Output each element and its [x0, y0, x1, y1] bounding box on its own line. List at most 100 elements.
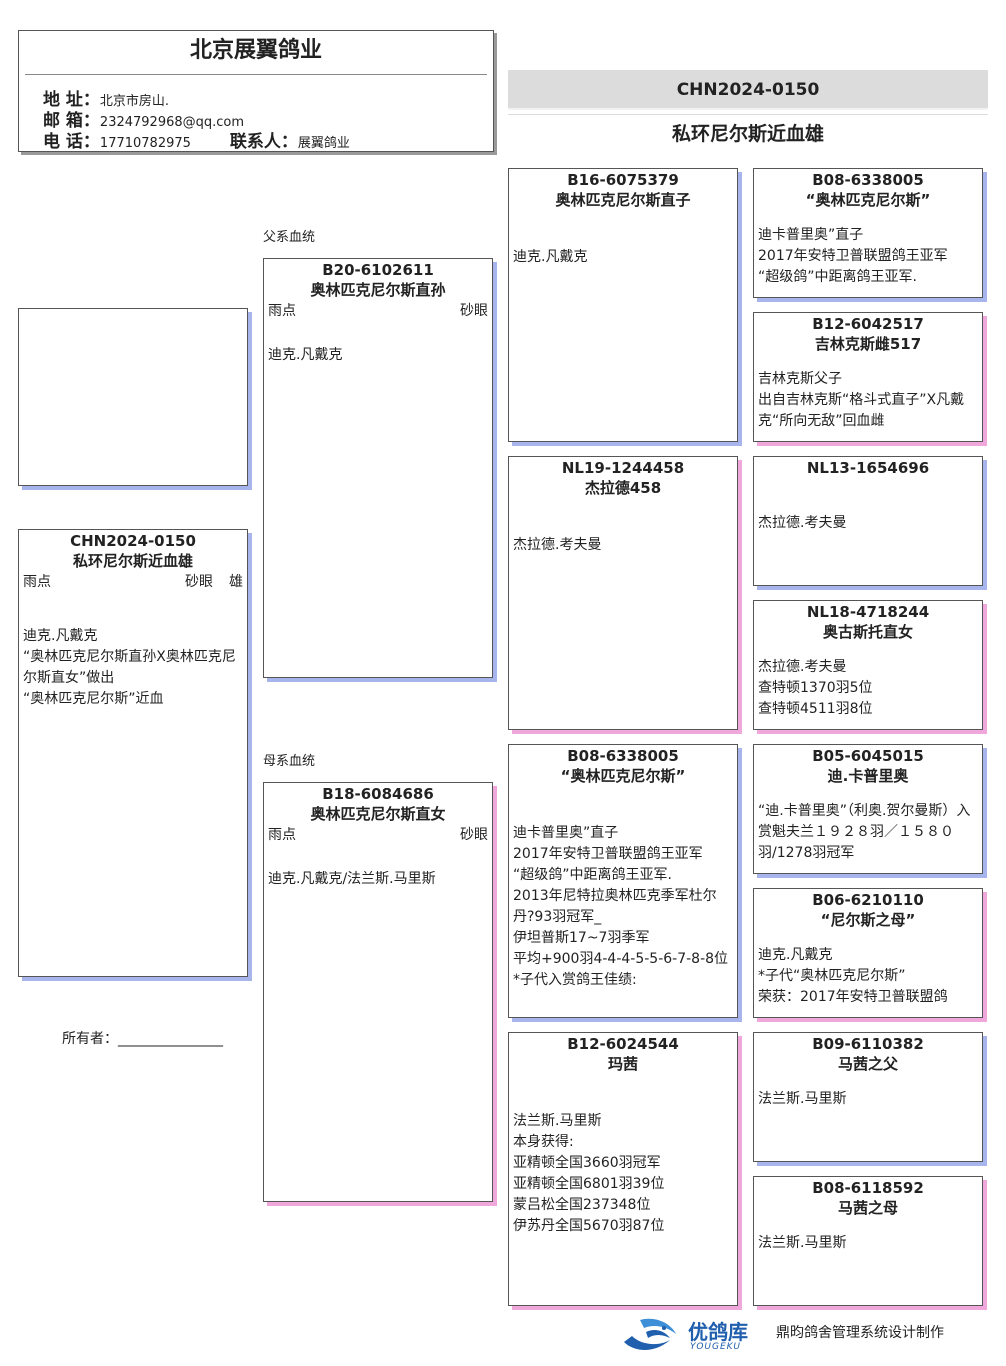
contact-label: 联系人： — [229, 132, 298, 152]
dam-attributes: 雨点 砂眼 — [264, 825, 492, 845]
ggp-ring: NL13-1654696 — [806, 459, 930, 477]
footer-logo: 优鸽库 YOUGEKU — [620, 1312, 760, 1358]
ggp-name: 奥古斯托直女 — [822, 623, 913, 641]
ggp-note: 吉林克斯父子 — [758, 371, 842, 387]
grandsire-paternal-card: B16-6075379 奥林匹克尼尔斯直子 迪克.凡戴克 — [508, 168, 738, 442]
dam-color: 雨点 — [268, 827, 296, 843]
ggp-card-8: B08-6118592 马茜之母 法兰斯.马里斯 — [753, 1176, 983, 1306]
dam-ring: B18-6084686 — [322, 785, 434, 803]
ggp-notes: 法兰斯.马里斯 — [754, 1233, 982, 1254]
footer-credit: 鼎昀鸽舍管理系统设计制作 — [776, 1325, 944, 1341]
gp-name: 奥林匹克尼尔斯直子 — [555, 191, 691, 209]
dam-notes: 迪克.凡戴克/法兰斯.马里斯 — [264, 869, 492, 890]
gp-note: 伊苏丹全国5670羽87位 — [513, 1218, 665, 1234]
ggp-note: 出自吉林克斯“格斗式直子”X凡戴克“所向无敌”回血雌 — [758, 392, 965, 429]
dam-eye: 砂眼 — [460, 827, 488, 843]
email-value: 2324792968@qq.com — [99, 115, 245, 130]
ggp-card-1: B08-6338005 “奥林匹克尼尔斯” 迪卡普里奥”直子 2017年安特卫普… — [753, 168, 983, 298]
title-ring: CHN2024-0150 — [676, 80, 820, 100]
ggp-ring: B09-6110382 — [812, 1035, 924, 1053]
ggp-ring: B08-6118592 — [812, 1179, 924, 1197]
title-underline — [508, 114, 988, 115]
gp-name: 玛茜 — [607, 1055, 638, 1073]
ggp-notes: 杰拉德.考夫曼 — [754, 513, 982, 534]
title-bar — [508, 70, 988, 110]
dam-card: B18-6084686 奥林匹克尼尔斯直女 雨点 砂眼 迪克.凡戴克/法兰斯.马… — [263, 782, 493, 1202]
ggp-note: “迪.卡普里奥”（利奥.贺尔曼斯）入赏魁夫兰１９２８羽／１５８０羽/1278羽冠… — [758, 803, 971, 861]
ggp-note: 2017年安特卫普联盟鸽王亚军 — [758, 248, 948, 264]
subject-color: 雨点 — [23, 574, 51, 590]
gp-note: 亚精顿全国6801羽39位 — [513, 1176, 665, 1192]
gp-note: 2013年尼特拉奥林匹克季军杜尔丹?93羽冠军_ — [513, 888, 717, 925]
gp-notes: 迪克.凡戴克 — [509, 247, 737, 268]
gp-note: 迪卡普里奥”直子 — [513, 825, 619, 841]
sire-ring: B20-6102611 — [322, 261, 434, 279]
gp-ring: B16-6075379 — [567, 171, 679, 189]
sire-name: 奥林匹克尼尔斯直孙 — [310, 281, 446, 299]
header-divider — [25, 74, 487, 75]
ggp-card-7: B09-6110382 马茜之父 法兰斯.马里斯 — [753, 1032, 983, 1162]
sire-eye: 砂眼 — [460, 303, 488, 319]
email-label: 邮 箱： — [43, 111, 100, 131]
gp-note: 平均+900羽4-4-4-5-5-6-7-8-8位 — [513, 951, 729, 967]
gp-note: 法兰斯.马里斯 — [513, 1113, 602, 1129]
contact-value: 展翼鸽业 — [297, 136, 350, 151]
ggp-note: 查特顿1370羽5位 — [758, 680, 873, 696]
dam-name: 奥林匹克尼尔斯直女 — [310, 805, 446, 823]
gp-note: 2017年安特卫普联盟鸽王亚军 — [513, 846, 703, 862]
address-value: 北京市房山. — [99, 94, 170, 109]
gp-note: “超级鸽”中距离鸽王亚军. — [513, 867, 672, 883]
company-name: 北京展翼鸽业 — [189, 38, 322, 63]
ggp-card-4: NL18-4718244 奥古斯托直女 杰拉德.考夫曼 查特顿1370羽5位 查… — [753, 600, 983, 730]
ggp-card-2: B12-6042517 吉林克斯雌517 吉林克斯父子 出自吉林克斯“格斗式直子… — [753, 312, 983, 442]
gp-note: 迪克.凡戴克 — [513, 249, 588, 265]
ggp-card-3: NL13-1654696 杰拉德.考夫曼 — [753, 456, 983, 586]
ggp-name: 马茜之母 — [837, 1199, 898, 1217]
gp-ring: B12-6024544 — [567, 1035, 679, 1053]
gp-note: 蒙吕松全国237348位 — [513, 1197, 651, 1213]
phone-value: 17710782975 — [99, 136, 191, 151]
owner-line: 所有者：_______________ — [62, 1031, 223, 1047]
ggp-note: 杰拉德.考夫曼 — [758, 515, 847, 531]
gp-name: 杰拉德458 — [584, 479, 662, 497]
logo-text-cn: 优鸽库 — [688, 1320, 748, 1344]
granddam-maternal-card: B12-6024544 玛茜 法兰斯.马里斯 本身获得: 亚精顿全国3660羽冠… — [508, 1032, 738, 1306]
ggp-note: 杰拉德.考夫曼 — [758, 659, 847, 675]
subject-ring: CHN2024-0150 — [70, 532, 196, 550]
ggp-notes: “迪.卡普里奥”（利奥.贺尔曼斯）入赏魁夫兰１９２８羽／１５８０羽/1278羽冠… — [754, 801, 982, 864]
subject-card: CHN2024-0150 私环尼尔斯近血雄 雨点 砂眼雄 迪克.凡戴克 “奥林匹… — [18, 529, 248, 977]
gp-name: “奥林匹克尼尔斯” — [560, 767, 686, 785]
pigeon-photo-frame — [18, 308, 248, 486]
subject-eye: 砂眼 — [185, 574, 213, 590]
sire-notes: 迪克.凡戴克 — [264, 345, 492, 366]
gp-notes: 法兰斯.马里斯 本身获得: 亚精顿全国3660羽冠军 亚精顿全国6801羽39位… — [509, 1111, 737, 1237]
ggp-note: *子代“奥林匹克尼尔斯” — [758, 968, 906, 984]
header-card: 北京展翼鸽业 地 址：北京市房山. 邮 箱：2324792968@qq.com … — [18, 30, 494, 152]
sire-line-label: 父系血统 — [263, 230, 316, 245]
ggp-ring: B08-6338005 — [812, 171, 924, 189]
sire-card: B20-6102611 奥林匹克尼尔斯直孙 雨点 砂眼 迪克.凡戴克 — [263, 258, 493, 678]
granddam-paternal-card: NL19-1244458 杰拉德458 杰拉德.考夫曼 — [508, 456, 738, 730]
title-name: 私环尼尔斯近血雄 — [671, 123, 824, 145]
subject-note: “奥林匹克尼尔斯直孙X奥林匹克尼尔斯直女”做出 — [23, 649, 236, 686]
ggp-note: 迪卡普里奥”直子 — [758, 227, 864, 243]
ggp-note: 迪克.凡戴克 — [758, 947, 833, 963]
ggp-name — [754, 478, 982, 499]
gp-note: 伊坦普斯17~7羽季军 — [513, 930, 650, 946]
ggp-name: 马茜之父 — [837, 1055, 898, 1073]
ggp-notes: 迪卡普里奥”直子 2017年安特卫普联盟鸽王亚军 “超级鸽”中距离鸽王亚军. — [754, 225, 982, 288]
ggp-ring: B12-6042517 — [812, 315, 924, 333]
ggp-note: 法兰斯.马里斯 — [758, 1091, 847, 1107]
gp-ring: NL19-1244458 — [561, 459, 685, 477]
subject-note: “奥林匹克尼尔斯”近血 — [23, 691, 164, 707]
logo-text-en: YOUGEKU — [690, 1342, 742, 1352]
ggp-ring: NL18-4718244 — [806, 603, 930, 621]
ggp-card-6: B06-6210110 “尼尔斯之母” 迪克.凡戴克 *子代“奥林匹克尼尔斯” … — [753, 888, 983, 1018]
sire-note: 迪克.凡戴克 — [268, 347, 343, 363]
grandsire-maternal-card: B08-6338005 “奥林匹克尼尔斯” 迪卡普里奥”直子 2017年安特卫普… — [508, 744, 738, 1018]
subject-sex: 雄 — [229, 574, 243, 590]
ggp-name: “尼尔斯之母” — [820, 911, 916, 929]
gp-note: 杰拉德.考夫曼 — [513, 537, 602, 553]
ggp-card-5: B05-6045015 迪.卡普里奥 “迪.卡普里奥”（利奥.贺尔曼斯）入赏魁夫… — [753, 744, 983, 874]
